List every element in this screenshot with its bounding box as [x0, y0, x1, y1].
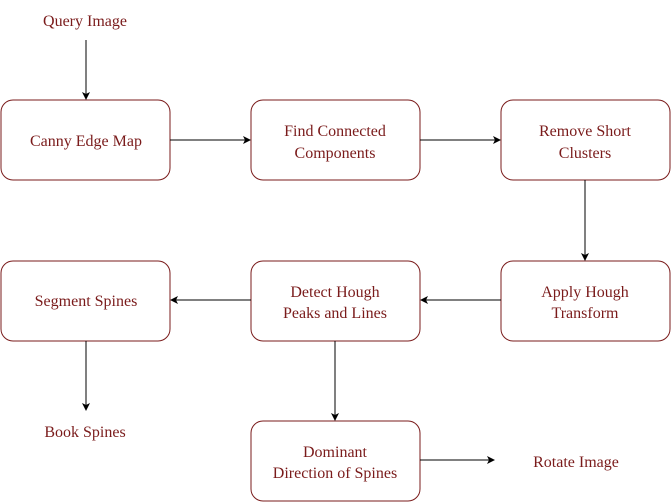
node-apply-hough-line1: Apply Hough	[541, 284, 629, 301]
node-remove-short-clusters: Remove Short Clusters	[500, 99, 671, 181]
node-remove-short-line1: Remove Short	[539, 123, 632, 140]
node-find-connected-components: Find Connected Components	[250, 99, 421, 181]
node-apply-hough-transform: Apply Hough Transform	[500, 260, 671, 342]
node-apply-hough-line2: Transform	[552, 305, 620, 322]
book-spines-label: Book Spines	[44, 424, 125, 441]
node-canny-edge-map-label: Canny Edge Map	[30, 133, 142, 150]
node-dominant-line2: Direction of Spines	[273, 465, 397, 482]
node-dominant-line1: Dominant	[303, 444, 368, 461]
node-dominant-direction: Dominant Direction of Spines	[250, 420, 421, 502]
node-segment-spines: Segment Spines	[0, 260, 171, 342]
node-find-connected-line1: Find Connected	[284, 123, 386, 140]
node-detect-hough-line2: Peaks and Lines	[283, 305, 387, 322]
node-canny-edge-map: Canny Edge Map	[0, 99, 171, 181]
node-detect-hough-peaks: Detect Hough Peaks and Lines	[250, 260, 421, 342]
query-image-label: Query Image	[43, 13, 127, 30]
node-remove-short-line2: Clusters	[559, 145, 611, 162]
node-detect-hough-line1: Detect Hough	[290, 284, 379, 301]
rotate-image-label: Rotate Image	[533, 454, 619, 471]
node-segment-spines-label: Segment Spines	[35, 293, 138, 310]
node-find-connected-line2: Components	[295, 145, 376, 162]
